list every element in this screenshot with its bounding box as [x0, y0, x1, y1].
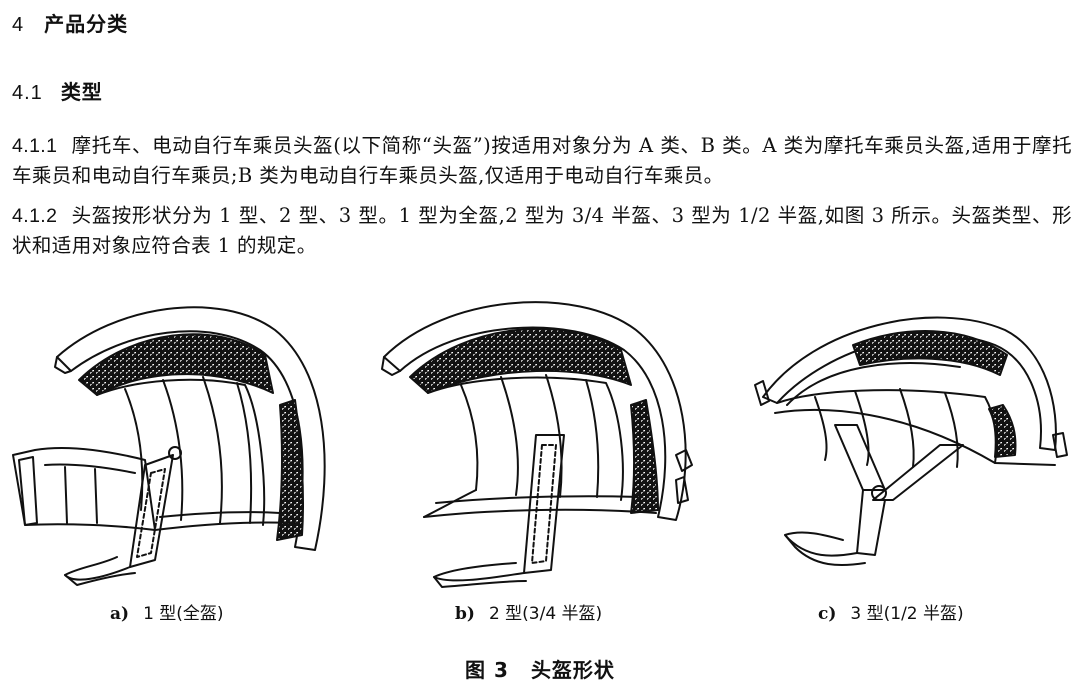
subfigure-caption-c: c) 3 型(1/2 半盔): [818, 599, 964, 624]
subfigure-caption-b: b) 2 型(3/4 半盔): [455, 599, 602, 624]
figure-title-text: 头盔形状: [530, 658, 615, 682]
subfigure-caption-a: a) 1 型(全盔): [110, 599, 224, 624]
subfigure-letter: a): [110, 604, 130, 624]
paragraph-number: 4.1.1: [12, 135, 58, 157]
subsection-title: 类型: [60, 80, 103, 104]
subsection-heading: 4.1 类型: [12, 76, 103, 105]
section-number: 4: [12, 14, 25, 36]
full-face-helmet-icon: [5, 285, 335, 595]
paragraph-text: 摩托车、电动自行车乘员头盔(以下简称“头盔”)按适用对象分为 A 类、B 类。A…: [12, 134, 1072, 187]
subfigure-caption-text: 1 型(全盔): [143, 604, 224, 624]
three-quarter-helmet-icon: [376, 285, 721, 595]
section-title: 产品分类: [44, 12, 129, 36]
figure-title: 图 3 头盔形状: [0, 654, 1080, 683]
subfigure-letter: b): [455, 604, 475, 624]
helmet-figure: [0, 285, 1080, 605]
section-heading: 4 产品分类: [12, 8, 128, 37]
subsection-number: 4.1: [12, 82, 43, 104]
subfigure-caption-text: 3 型(1/2 半盔): [850, 604, 964, 624]
half-helmet-icon: [745, 285, 1075, 595]
subfigure-caption-text: 2 型(3/4 半盔): [488, 604, 603, 624]
subfigure-letter: c): [818, 604, 837, 624]
paragraph-text: 头盔按形状分为 1 型、2 型、3 型。1 型为全盔,2 型为 3/4 半盔、3…: [12, 204, 1072, 257]
figure-number: 图 3: [465, 658, 509, 682]
paragraph-number: 4.1.2: [12, 205, 58, 227]
